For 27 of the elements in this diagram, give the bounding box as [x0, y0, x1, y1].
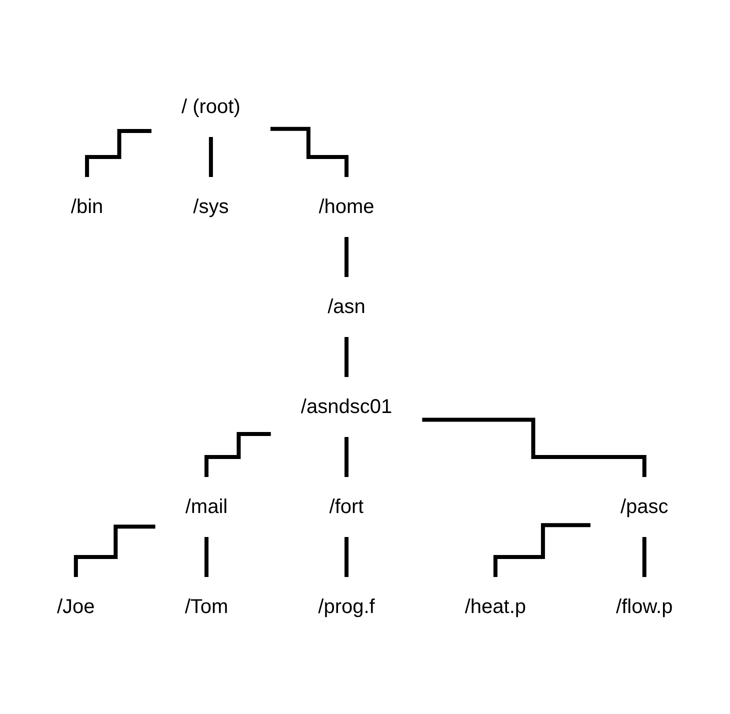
node-text: /sys — [193, 196, 229, 218]
connector — [344, 335, 349, 379]
connector — [422, 418, 646, 479]
node-text: /asndsc01 — [301, 396, 392, 418]
connector — [270, 126, 349, 179]
connector — [344, 535, 349, 579]
node-text: /home — [318, 196, 374, 218]
node-text: /pasc — [620, 496, 668, 518]
node-text: / (root) — [182, 96, 241, 118]
node-text: /bin — [71, 196, 104, 218]
node-text: /flow.p — [616, 596, 673, 618]
node-text: /Tom — [184, 596, 228, 618]
node-text: /asn — [328, 296, 366, 318]
node-text: /mail — [185, 496, 228, 518]
node-text: /heat.p — [464, 596, 526, 618]
connector — [344, 235, 349, 279]
node-text: /fort — [329, 496, 364, 518]
connector — [642, 535, 646, 579]
connector — [344, 435, 349, 479]
node-text: /Joe — [57, 596, 95, 618]
connector — [85, 129, 152, 179]
connector — [209, 135, 214, 179]
connector — [494, 523, 591, 579]
connector — [204, 432, 272, 479]
connector — [74, 524, 156, 579]
node-text: /prog.f — [318, 596, 375, 618]
connector — [204, 535, 209, 579]
